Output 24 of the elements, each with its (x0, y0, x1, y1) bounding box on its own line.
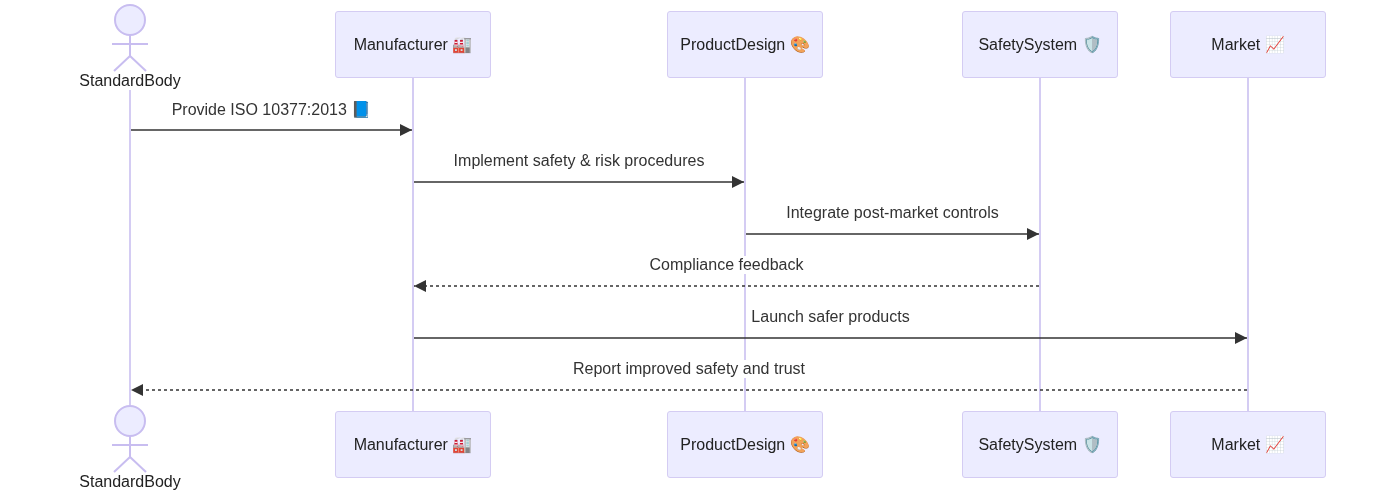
message-label: Integrate post-market controls (784, 204, 1001, 222)
participant-box: Manufacturer 🏭 (335, 411, 491, 478)
participant-box: ProductDesign 🎨 (667, 411, 823, 478)
lifeline (129, 90, 131, 405)
lifeline (1247, 78, 1249, 411)
lifeline (1039, 78, 1041, 411)
message-arrow (130, 384, 1248, 396)
message-arrow (413, 176, 745, 188)
participant-box: Market 📈 (1170, 11, 1326, 78)
actor-name: StandardBody (79, 72, 181, 90)
message-arrow (413, 280, 1040, 292)
actor-name: StandardBody (79, 473, 181, 491)
participant-box: Manufacturer 🏭 (335, 11, 491, 78)
message-arrow (745, 228, 1040, 240)
participant-box: ProductDesign 🎨 (667, 11, 823, 78)
lifeline (744, 78, 746, 411)
message-label: Compliance feedback (647, 256, 806, 274)
lifeline (412, 78, 414, 411)
message-arrow (130, 124, 413, 136)
participant-box: SafetySystem 🛡 (962, 411, 1118, 478)
message-label: Launch safer products (749, 308, 912, 326)
participant-box: Market 📈 (1170, 411, 1326, 478)
message-arrow (413, 332, 1248, 344)
participant-box: SafetySystem 🛡 (962, 11, 1118, 78)
